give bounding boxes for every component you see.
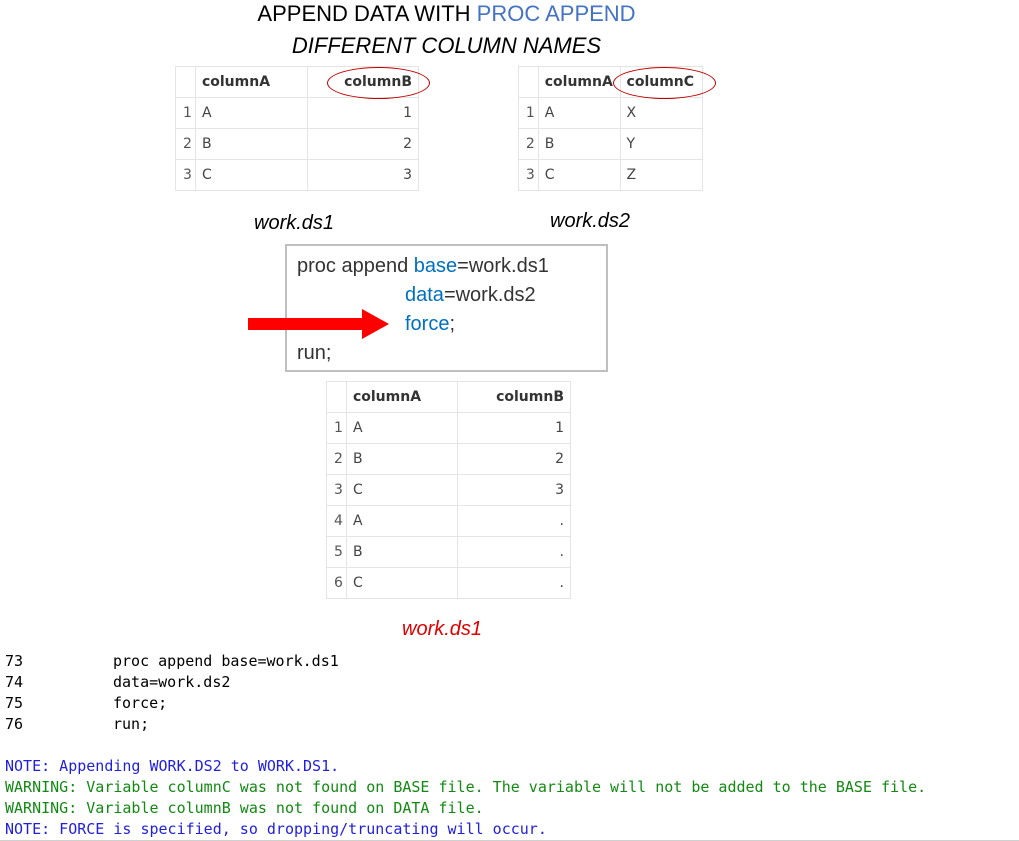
row-number: 3 — [326, 474, 347, 506]
cell-columnA: A — [345, 505, 458, 537]
cell-columnB: 3 — [456, 474, 571, 506]
log-source-text: force; — [113, 694, 168, 712]
cell-columnC: Z — [619, 159, 704, 191]
result-header-col2: columnB — [456, 381, 571, 413]
code-text: ; — [449, 313, 456, 335]
cell-columnB: 1 — [456, 412, 571, 444]
log-warning: WARNING: Variable columnB was not found … — [5, 799, 484, 817]
table-row: 2 B Y — [518, 128, 704, 160]
cell-columnA: A — [194, 97, 309, 129]
ds2-caption: work.ds2 — [550, 210, 631, 232]
cell-columnB: 2 — [307, 128, 419, 160]
cell-columnA: C — [345, 567, 458, 599]
table-row: 5 B . — [326, 536, 571, 568]
table-row: 3 C 3 — [326, 474, 571, 506]
ds2-header-col1: columnA — [537, 66, 621, 98]
code-keyword-base: base — [413, 255, 458, 277]
result-caption: work.ds1 — [402, 618, 483, 640]
table-row: 1 A 1 — [175, 97, 419, 129]
row-number: 6 — [326, 567, 347, 599]
log-note: NOTE: Appending WORK.DS2 to WORK.DS1. — [5, 757, 340, 775]
ds1-header-col1: columnA — [194, 66, 309, 98]
code-box: proc append base=work.ds1 data=work.ds2 … — [285, 244, 608, 372]
result-header-rownum — [326, 381, 347, 413]
ds1-caption: work.ds1 — [254, 212, 335, 234]
row-number: 2 — [326, 443, 347, 475]
slide-title: APPEND DATA WITH PROC APPEND — [0, 0, 893, 28]
row-number: 1 — [326, 412, 347, 444]
cell-columnA: C — [194, 159, 309, 191]
cell-columnA: B — [345, 443, 458, 475]
cell-columnB: 1 — [307, 97, 419, 129]
log-line-number: 75 — [5, 694, 24, 712]
cell-columnA: C — [345, 474, 458, 506]
log-source-text: proc append base=work.ds1 — [113, 652, 339, 670]
cell-columnC: Y — [619, 128, 704, 160]
cell-columnB: 3 — [307, 159, 419, 191]
ds2-header-rownum — [518, 66, 539, 98]
result-header-row: columnA columnB — [326, 381, 571, 413]
row-number: 2 — [518, 128, 539, 160]
table-row: 3 C 3 — [175, 159, 419, 191]
title-prefix: APPEND DATA WITH — [257, 1, 477, 26]
cell-columnA: A — [537, 97, 621, 129]
row-number: 4 — [326, 505, 347, 537]
log-note: NOTE: FORCE is specified, so dropping/tr… — [5, 820, 547, 838]
row-number: 5 — [326, 536, 347, 568]
cell-columnB: . — [456, 505, 571, 537]
table-row: 4 A . — [326, 505, 571, 537]
log-line-number: 73 — [5, 652, 24, 670]
cell-columnC: X — [619, 97, 704, 129]
columnB-highlight-circle — [327, 67, 430, 99]
table-row: 2 B 2 — [175, 128, 419, 160]
cell-columnA: A — [345, 412, 458, 444]
row-number: 3 — [518, 159, 539, 191]
row-number: 1 — [175, 97, 196, 129]
code-line-2: data=work.ds2 — [405, 283, 536, 307]
code-text: =work.ds2 — [443, 284, 536, 306]
cell-columnA: B — [345, 536, 458, 568]
ds1-header-rownum — [175, 66, 196, 98]
code-line-1: proc append base=work.ds1 — [297, 254, 549, 278]
cell-columnA: C — [537, 159, 621, 191]
log-source-text: run; — [113, 715, 150, 733]
table-row: 2 B 2 — [326, 443, 571, 475]
cell-columnA: B — [194, 128, 309, 160]
log-source-text: data=work.ds2 — [113, 673, 231, 691]
code-keyword-data: data — [405, 284, 444, 306]
columnC-highlight-circle — [613, 67, 716, 99]
result-table: columnA columnB 1 A 1 2 B 2 3 C 3 4 A . … — [326, 381, 571, 599]
cell-columnB: . — [456, 567, 571, 599]
row-number: 1 — [518, 97, 539, 129]
log-line-number: 76 — [5, 715, 24, 733]
code-line-3: force; — [405, 312, 455, 336]
table-row: 6 C . — [326, 567, 571, 599]
log-warning: WARNING: Variable columnC was not found … — [5, 778, 927, 796]
log-line-number: 74 — [5, 673, 24, 691]
code-text: =work.ds1 — [457, 255, 549, 277]
row-number: 3 — [175, 159, 196, 191]
slide-subtitle: DIFFERENT COLUMN NAMES — [291, 33, 602, 58]
table-row: 1 A 1 — [326, 412, 571, 444]
table-row: 1 A X — [518, 97, 704, 129]
row-number: 2 — [175, 128, 196, 160]
cell-columnB: . — [456, 536, 571, 568]
cell-columnB: 2 — [456, 443, 571, 475]
title-highlight: PROC APPEND — [476, 1, 636, 26]
code-text: proc append — [297, 255, 414, 277]
ds1-table: columnA columnB 1 A 1 2 B 2 3 C 3 — [175, 66, 419, 191]
right-arrow-icon — [248, 309, 389, 339]
result-header-col1: columnA — [345, 381, 458, 413]
cell-columnA: B — [537, 128, 621, 160]
table-row: 3 C Z — [518, 159, 704, 191]
code-keyword-force: force — [405, 313, 450, 335]
code-line-4: run; — [297, 342, 332, 364]
